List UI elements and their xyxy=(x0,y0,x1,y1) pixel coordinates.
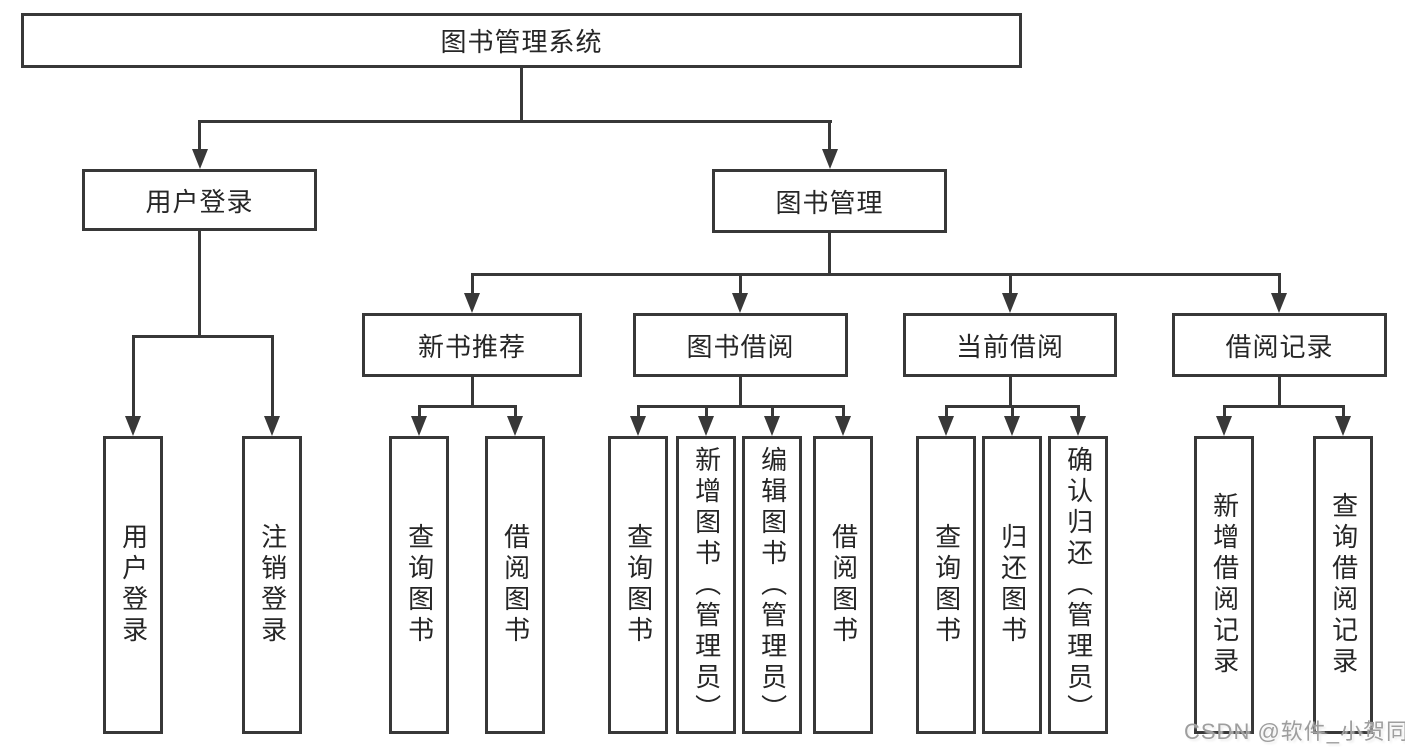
line-segment xyxy=(418,405,517,408)
leaf-user-login: 用户登录 xyxy=(103,436,163,734)
leaf-add-book-admin-label: 新增图书（管理员） xyxy=(691,445,722,725)
line-segment xyxy=(471,377,474,405)
node-new-book-recommend-label: 新书推荐 xyxy=(417,331,526,362)
node-user-login-label: 用户登录 xyxy=(145,186,254,217)
node-borrow-records: 借阅记录 xyxy=(1172,313,1387,377)
line-segment xyxy=(828,120,831,150)
leaf-query-book-2-label: 查询图书 xyxy=(623,523,654,647)
node-book-management: 图书管理 xyxy=(712,169,947,233)
line-segment xyxy=(637,405,845,408)
node-borrow-records-label: 借阅记录 xyxy=(1225,331,1334,362)
arrowhead-down-icon xyxy=(1335,416,1351,436)
leaf-return-book: 归还图书 xyxy=(982,436,1042,734)
line-segment xyxy=(520,68,523,120)
line-segment xyxy=(132,335,135,418)
leaf-query-book-3-label: 查询图书 xyxy=(931,523,962,647)
arrowhead-down-icon xyxy=(938,416,954,436)
leaf-user-login-label: 用户登录 xyxy=(118,523,149,647)
arrowhead-down-icon xyxy=(764,416,780,436)
line-segment xyxy=(198,120,201,150)
arrowhead-down-icon xyxy=(1002,293,1018,313)
line-segment xyxy=(1223,405,1226,418)
line-segment xyxy=(198,120,832,123)
line-segment xyxy=(471,273,1281,276)
leaf-confirm-return-admin-label: 确认归还（管理员） xyxy=(1063,445,1094,725)
arrowhead-down-icon xyxy=(507,416,523,436)
leaf-borrow-book-2: 借阅图书 xyxy=(813,436,873,734)
arrowhead-down-icon xyxy=(698,416,714,436)
line-segment xyxy=(637,405,640,418)
line-segment xyxy=(1278,273,1281,295)
line-segment xyxy=(828,233,831,273)
node-current-borrow: 当前借阅 xyxy=(903,313,1117,377)
line-segment xyxy=(514,405,517,418)
line-segment xyxy=(1009,273,1012,295)
arrowhead-down-icon xyxy=(1004,416,1020,436)
arrowhead-down-icon xyxy=(1216,416,1232,436)
leaf-logout-label: 注销登录 xyxy=(257,523,288,647)
line-segment xyxy=(132,335,274,338)
arrowhead-down-icon xyxy=(192,149,208,169)
leaf-query-book-3: 查询图书 xyxy=(916,436,976,734)
line-segment xyxy=(271,335,274,418)
leaf-logout: 注销登录 xyxy=(242,436,302,734)
line-segment xyxy=(1223,405,1345,408)
leaf-borrow-book-1-label: 借阅图书 xyxy=(500,523,531,647)
node-book-borrow: 图书借阅 xyxy=(633,313,848,377)
leaf-query-borrow-record-label: 查询借阅记录 xyxy=(1328,492,1359,678)
line-segment xyxy=(771,405,774,418)
leaf-add-borrow-record-label: 新增借阅记录 xyxy=(1209,492,1240,678)
leaf-return-book-label: 归还图书 xyxy=(997,523,1028,647)
line-segment xyxy=(198,231,201,335)
node-book-borrow-label: 图书借阅 xyxy=(686,331,795,362)
leaf-edit-book-admin: 编辑图书（管理员） xyxy=(742,436,802,734)
arrowhead-down-icon xyxy=(1271,293,1287,313)
arrowhead-down-icon xyxy=(411,416,427,436)
arrowhead-down-icon xyxy=(835,416,851,436)
leaf-edit-book-admin-label: 编辑图书（管理员） xyxy=(757,445,788,725)
node-book-management-label: 图书管理 xyxy=(775,187,884,218)
leaf-borrow-book-1: 借阅图书 xyxy=(485,436,545,734)
node-root-label: 图书管理系统 xyxy=(440,27,603,57)
node-root: 图书管理系统 xyxy=(21,13,1022,68)
leaf-borrow-book-2-label: 借阅图书 xyxy=(828,523,859,647)
line-segment xyxy=(471,273,474,295)
node-current-borrow-label: 当前借阅 xyxy=(955,331,1064,362)
line-segment xyxy=(739,273,742,295)
line-segment xyxy=(705,405,708,418)
line-segment xyxy=(1342,405,1345,418)
line-segment xyxy=(1278,377,1281,405)
leaf-query-book-1-label: 查询图书 xyxy=(404,523,435,647)
leaf-add-borrow-record: 新增借阅记录 xyxy=(1194,436,1254,734)
node-new-book-recommend: 新书推荐 xyxy=(362,313,582,377)
leaf-query-book-2: 查询图书 xyxy=(608,436,668,734)
leaf-query-borrow-record: 查询借阅记录 xyxy=(1313,436,1373,734)
leaf-add-book-admin: 新增图书（管理员） xyxy=(676,436,736,734)
line-segment xyxy=(739,377,742,405)
leaf-query-book-1: 查询图书 xyxy=(389,436,449,734)
line-segment xyxy=(1009,377,1012,405)
line-segment xyxy=(945,405,948,418)
csdn-watermark: CSDN @软件_小贺同学 xyxy=(1184,719,1405,744)
arrowhead-down-icon xyxy=(264,416,280,436)
leaf-confirm-return-admin: 确认归还（管理员） xyxy=(1048,436,1108,734)
arrowhead-down-icon xyxy=(464,293,480,313)
arrowhead-down-icon xyxy=(630,416,646,436)
arrowhead-down-icon xyxy=(732,293,748,313)
line-segment xyxy=(842,405,845,418)
node-user-login: 用户登录 xyxy=(82,169,317,231)
line-segment xyxy=(418,405,421,418)
arrowhead-down-icon xyxy=(822,149,838,169)
line-segment xyxy=(1011,405,1014,418)
line-segment xyxy=(1077,405,1080,418)
arrowhead-down-icon xyxy=(1070,416,1086,436)
arrowhead-down-icon xyxy=(125,416,141,436)
